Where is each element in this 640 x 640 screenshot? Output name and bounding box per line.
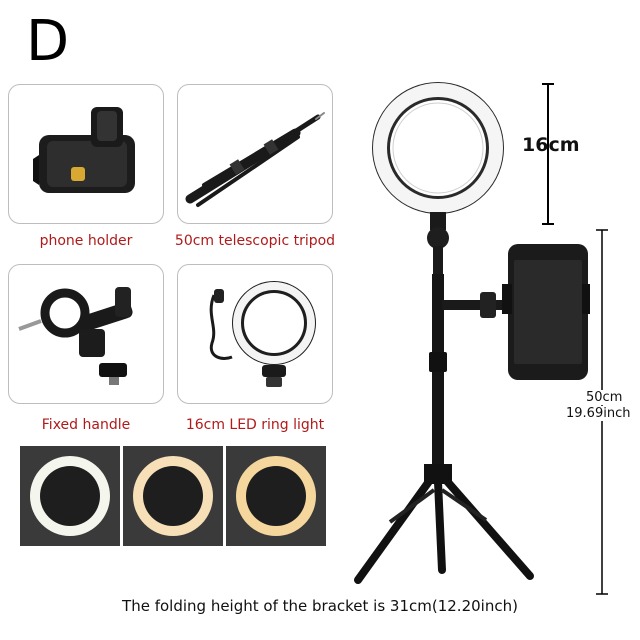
phone-holder-image bbox=[33, 107, 135, 193]
height-inch-label: 19.69inch bbox=[566, 406, 631, 421]
ring-light-tripod-product bbox=[354, 82, 590, 584]
tripod-image bbox=[185, 112, 325, 207]
phone-holder-card bbox=[8, 84, 164, 224]
phone-holder-caption: phone holder bbox=[39, 233, 133, 249]
light-mode-neutral bbox=[123, 446, 223, 546]
folding-height-note: The folding height of the bracket is 31c… bbox=[122, 597, 518, 615]
ring-glow-icon bbox=[20, 446, 120, 546]
fixed-handle-card bbox=[8, 264, 164, 404]
ring-glow-icon bbox=[226, 446, 326, 546]
clamp-image bbox=[18, 287, 133, 385]
ring-glow-icon bbox=[123, 446, 223, 546]
fixed-handle-caption: Fixed handle bbox=[41, 417, 131, 433]
height-cm-label: 50cm bbox=[586, 390, 623, 405]
ring-diameter-dimension-line bbox=[542, 83, 554, 225]
ring-diameter-label: 16cm bbox=[522, 134, 580, 156]
variant-letter: D bbox=[26, 9, 70, 74]
tripod-caption: 50cm telescopic tripod bbox=[174, 233, 336, 249]
light-mode-warm bbox=[226, 446, 326, 546]
tripod-card bbox=[177, 84, 333, 224]
light-mode-white bbox=[20, 446, 120, 546]
ring-light-card bbox=[177, 264, 333, 404]
ring-light-caption: 16cm LED ring light bbox=[185, 417, 325, 433]
ring-light-image bbox=[209, 281, 316, 387]
